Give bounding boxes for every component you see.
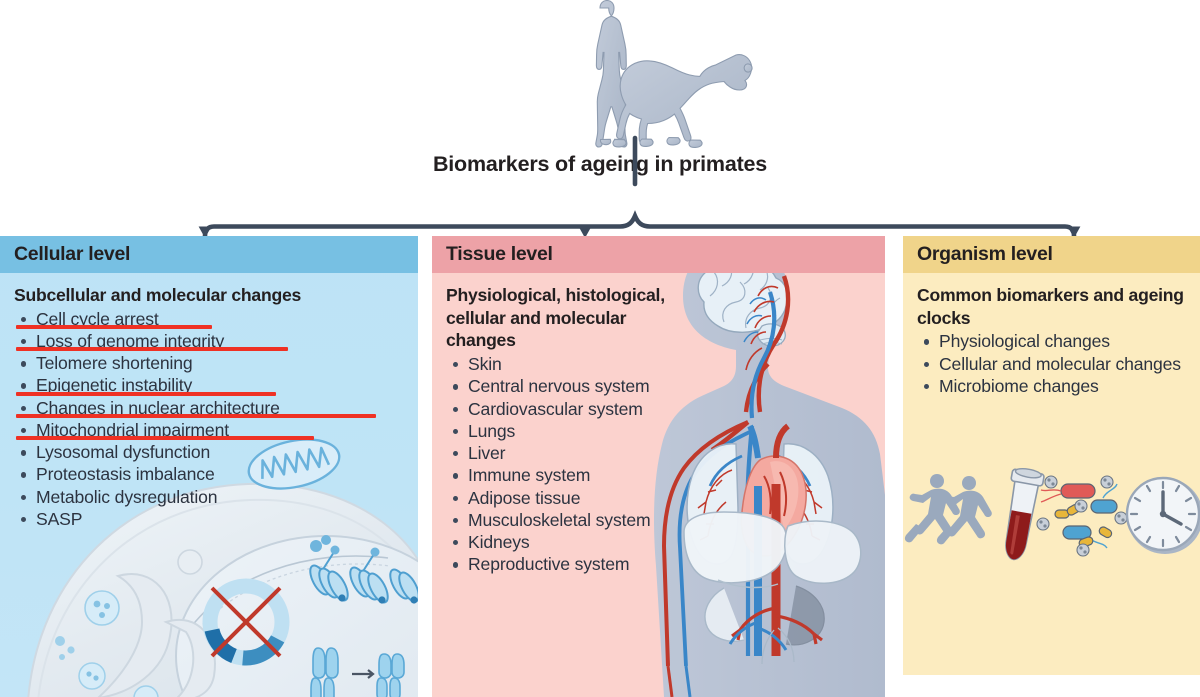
list-item: Epigenetic instability	[14, 374, 408, 396]
list-item-label: Cellular and molecular changes	[939, 353, 1181, 374]
list-item: Microbiome changes	[917, 375, 1190, 397]
list-item-label: Microbiome changes	[939, 375, 1099, 396]
primate-silhouette	[612, 54, 753, 148]
panel-cellular-header: Cellular level	[0, 236, 418, 273]
list-item-label: Musculoskeletal system	[468, 509, 651, 530]
list-item: Adipose tissue	[446, 487, 672, 509]
list-item-label: Mitochondrial impairment	[36, 419, 229, 440]
list-item: Liver	[446, 442, 672, 464]
list-item: Central nervous system	[446, 375, 672, 397]
list-item-label: Reproductive system	[468, 554, 630, 575]
list-item-label: Central nervous system	[468, 376, 650, 397]
list-item: Cellular and molecular changes	[917, 353, 1190, 375]
list-item-label: Lungs	[468, 420, 516, 441]
human-and-primate-silhouettes-illustration	[540, 0, 770, 152]
panel-organism-list: Physiological changes Cellular and molec…	[917, 330, 1190, 397]
panel-cellular-subheading: Subcellular and molecular changes	[14, 285, 302, 305]
list-item: Physiological changes	[917, 330, 1190, 352]
list-item-label: Cell cycle arrest	[36, 308, 159, 329]
list-item: Mitochondrial impairment	[14, 419, 408, 441]
list-item-label: Physiological changes	[939, 331, 1110, 352]
panel-organism-subheading: Common biomarkers and ageing clocks	[917, 285, 1184, 328]
figure-title: Biomarkers of ageing in primates	[432, 152, 768, 176]
panel-tissue-list: Skin Central nervous system Cardiovascul…	[446, 353, 672, 576]
list-item: Loss of genome integrity	[14, 330, 408, 352]
list-item: SASP	[14, 508, 408, 530]
list-item: Lungs	[446, 420, 672, 442]
panel-organism-level: Organism level Common biomarkers and age…	[903, 236, 1200, 675]
list-item-label: Skin	[468, 354, 502, 375]
list-item-label: Immune system	[468, 465, 591, 486]
list-item: Immune system	[446, 464, 672, 486]
list-item-label: Loss of genome integrity	[36, 330, 225, 351]
panel-cellular-body: Subcellular and molecular changes Cell c…	[0, 273, 418, 530]
list-item: Metabolic dysregulation	[14, 486, 408, 508]
list-item-label: Epigenetic instability	[36, 375, 193, 396]
panel-organism-background	[903, 236, 1200, 675]
panel-tissue-header: Tissue level	[432, 236, 885, 273]
list-item-label: Changes in nuclear architecture	[36, 397, 280, 418]
list-item-label: Lysosomal dysfunction	[36, 442, 211, 463]
list-item: Skin	[446, 353, 672, 375]
list-item: Kidneys	[446, 531, 672, 553]
panel-tissue-body: Physiological, histological, cellular an…	[432, 273, 682, 576]
list-item: Cell cycle arrest	[14, 308, 408, 330]
panel-organism-body: Common biomarkers and ageing clocks Phys…	[903, 273, 1200, 397]
list-item-label: SASP	[36, 508, 83, 529]
list-item: Reproductive system	[446, 553, 672, 575]
list-item: Proteostasis imbalance	[14, 463, 408, 485]
list-item-label: Cardiovascular system	[468, 398, 643, 419]
panel-tissue-subheading: Physiological, histological, cellular an…	[446, 285, 665, 351]
list-item-label: Telomere shortening	[36, 353, 193, 374]
list-item-label: Proteostasis imbalance	[36, 464, 215, 485]
list-item-label: Kidneys	[468, 532, 530, 553]
list-item: Lysosomal dysfunction	[14, 441, 408, 463]
list-item: Changes in nuclear architecture	[14, 397, 408, 419]
panel-cellular-list: Cell cycle arrest Loss of genome integri…	[14, 308, 408, 531]
panel-organism-header: Organism level	[903, 236, 1200, 273]
panel-cellular-level: Cellular level Subcellular and molecular…	[0, 236, 418, 697]
list-item: Telomere shortening	[14, 352, 408, 374]
panel-tissue-level: Tissue level Physiological, histological…	[432, 236, 885, 697]
list-item: Cardiovascular system	[446, 398, 672, 420]
list-item-label: Metabolic dysregulation	[36, 486, 218, 507]
list-item: Musculoskeletal system	[446, 509, 672, 531]
list-item-label: Liver	[468, 443, 506, 464]
list-item-label: Adipose tissue	[468, 487, 581, 508]
branching-arrow-connector	[150, 135, 1090, 241]
